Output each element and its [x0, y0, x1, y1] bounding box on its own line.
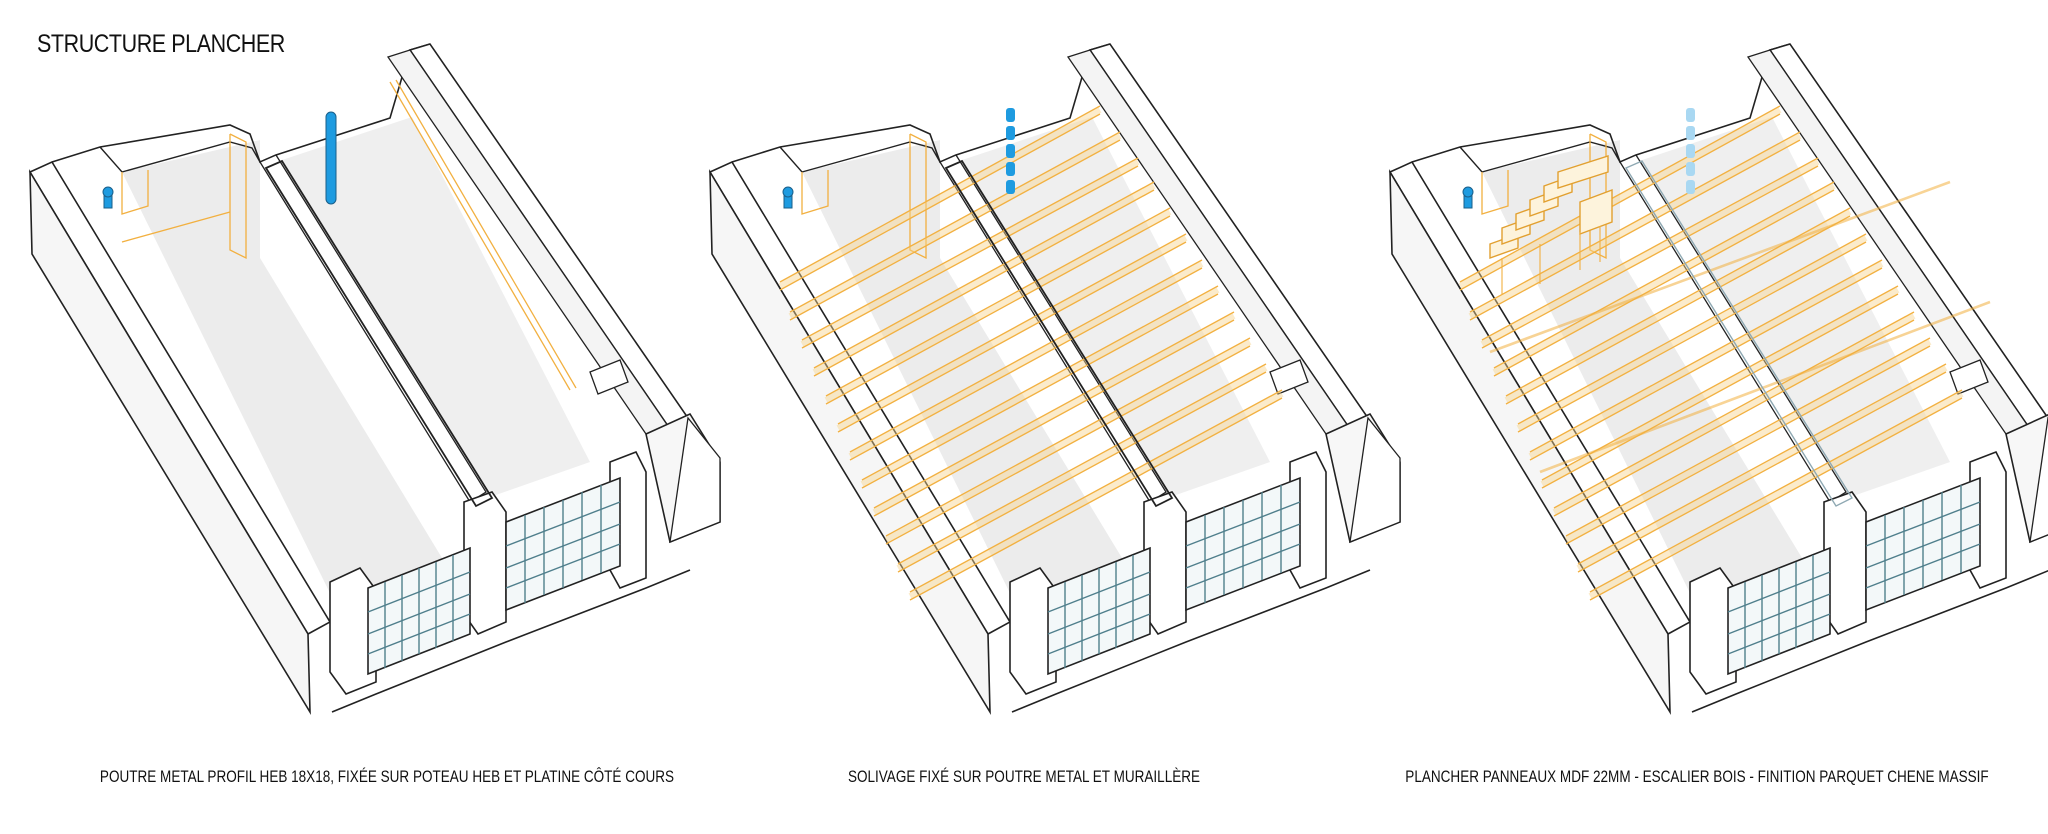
panel-3-drawing: [1389, 43, 2048, 713]
panel-1-caption: POUTRE METAL PROFIL HEB 18X18, FIXÉE SUR…: [99, 768, 675, 786]
panel-3-caption: PLANCHER PANNEAUX MDF 22MM - ESCALIER BO…: [1405, 768, 1989, 786]
diagram-title: STRUCTURE PLANCHER: [37, 30, 285, 58]
panel-2-caption: SOLIVAGE FIXÉ SUR POUTRE METAL ET MURAIL…: [847, 768, 1201, 786]
panel-2-drawing: [709, 43, 1401, 713]
panel-1-drawing: [29, 43, 721, 713]
